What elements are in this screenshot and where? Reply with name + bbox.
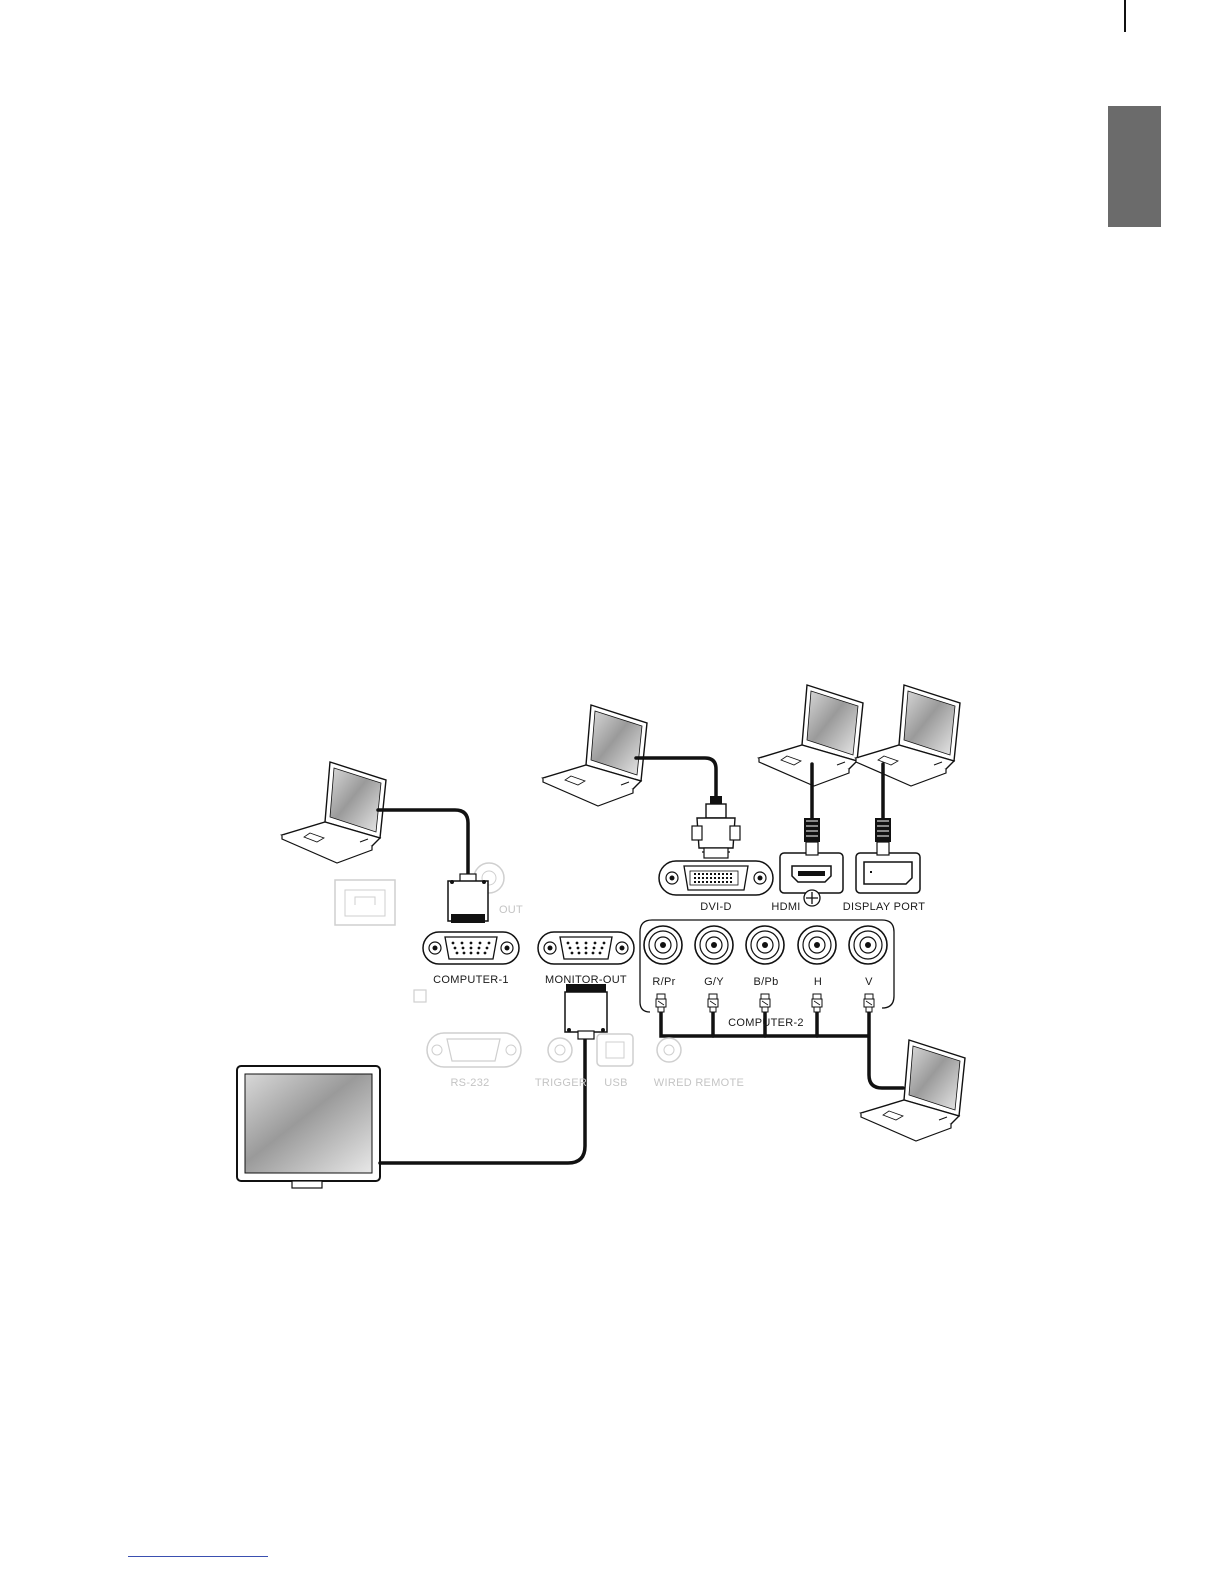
- bnc-plug-g-y: [708, 994, 718, 1012]
- label-dvi-d: DVI-D: [700, 901, 731, 913]
- vga-plug-computer-1: [448, 874, 488, 923]
- vga-plug-monitor-out: [565, 984, 607, 1039]
- bnc-port-r-pr: [644, 926, 682, 964]
- label-rs-232: RS-232: [450, 1077, 489, 1089]
- lan-port-icon: [335, 880, 395, 925]
- computer-1-vga-port: [423, 932, 519, 964]
- label-v: V: [865, 976, 873, 988]
- label-out: OUT: [499, 904, 523, 916]
- dvi-d-port: [659, 861, 773, 895]
- bnc-port-h: [798, 926, 836, 964]
- laptop-computer-2: [861, 1040, 965, 1141]
- label-computer-2: COMPUTER-2: [728, 1017, 804, 1029]
- laptop-displayport: [856, 685, 960, 786]
- displayport-plug: [875, 818, 891, 855]
- displayport-port: [856, 853, 920, 893]
- bnc-plug-b-pb: [760, 994, 770, 1012]
- trigger-port-icon: [548, 1038, 572, 1062]
- label-h: H: [814, 976, 822, 988]
- label-r-pr: R/Pr: [652, 976, 675, 988]
- label-g-y: G/Y: [704, 976, 724, 988]
- dvi-d-plug: [692, 796, 740, 858]
- bnc-port-b-pb: [746, 926, 784, 964]
- bnc-plug-h: [812, 994, 822, 1012]
- label-wired-remote: WIRED REMOTE: [654, 1077, 744, 1089]
- bnc-port-v: [849, 926, 887, 964]
- laptop-computer-1: [282, 762, 386, 863]
- rs232-port-icon: [427, 1033, 521, 1067]
- bnc-plug-v: [864, 994, 874, 1012]
- label-usb: USB: [604, 1077, 628, 1089]
- bnc-plug-r-pr: [656, 994, 666, 1012]
- usb-port-icon: [597, 1034, 633, 1066]
- laptop-dvi: [543, 705, 647, 806]
- monitor-out-vga-port: [538, 932, 634, 964]
- label-monitor-out: MONITOR-OUT: [545, 974, 627, 986]
- wired-remote-port-icon: [657, 1038, 681, 1062]
- label-b-pb: B/Pb: [753, 976, 778, 988]
- label-display-port: DISPLAY PORT: [843, 901, 925, 913]
- faded-ports: [335, 863, 681, 1067]
- label-computer-1: COMPUTER-1: [433, 974, 509, 986]
- bnc-port-g-y: [695, 926, 733, 964]
- monitor-icon: [237, 1066, 380, 1188]
- label-hdmi: HDMI: [771, 901, 800, 913]
- hdmi-plug: [804, 818, 820, 855]
- hdmi-port: [780, 853, 843, 906]
- label-trigger: TRIGGER: [535, 1077, 587, 1089]
- lock-slot-icon: [414, 990, 426, 1002]
- computer-2-bnc-panel: [640, 920, 894, 1012]
